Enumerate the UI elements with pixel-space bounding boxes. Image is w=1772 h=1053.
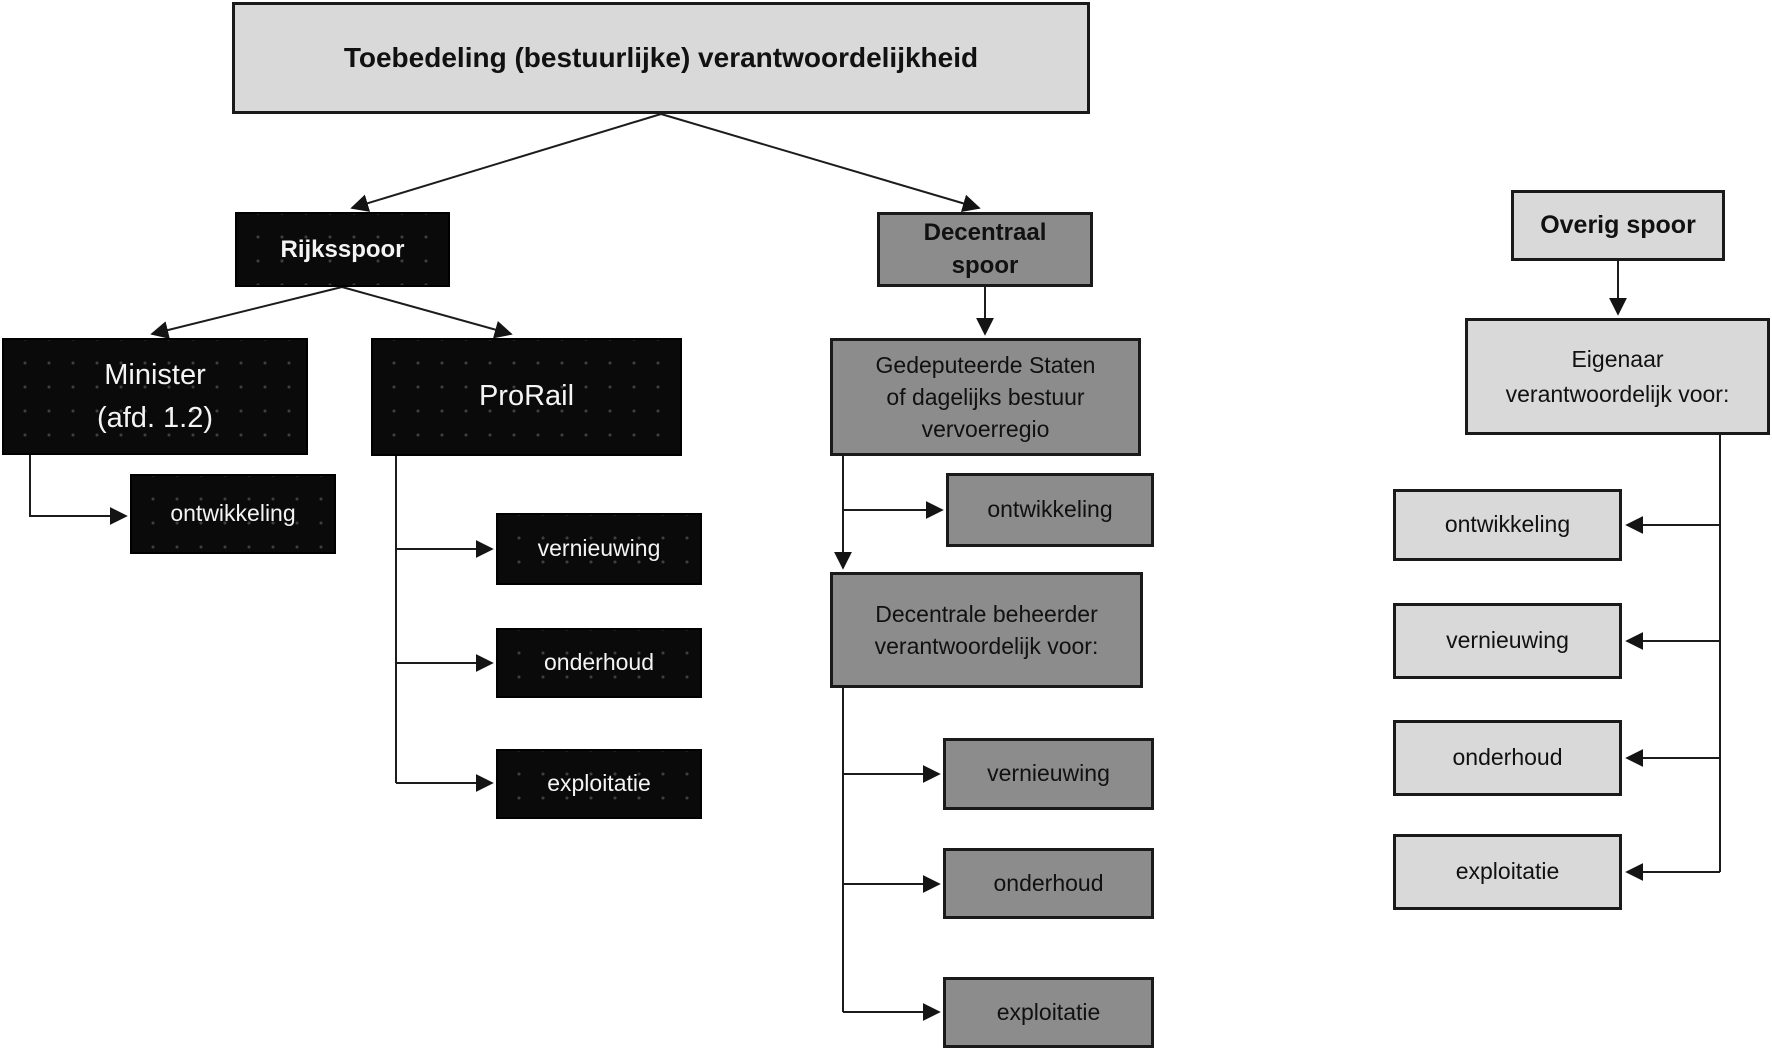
beheerder-line2: verantwoordelijk voor: xyxy=(874,633,1099,659)
task-label: ontwikkeling xyxy=(1444,511,1571,538)
prorail-task-vernieuwing-box: vernieuwing xyxy=(496,513,702,585)
minister-label-line2: (afd. 1.2) xyxy=(96,401,214,434)
task-label: vernieuwing xyxy=(1446,627,1569,654)
task-label: ontwikkeling xyxy=(987,496,1113,523)
overig-header-label: Overig spoor xyxy=(1540,211,1696,240)
eigenaar-task-vernieuwing-box: vernieuwing xyxy=(1393,603,1622,679)
arrow-rijksspoor-to-minister xyxy=(150,286,343,339)
eigenaar-line1: Eigenaar xyxy=(1571,346,1664,372)
prorail-task-onderhoud-box: onderhoud xyxy=(496,628,702,698)
beheerder-box: Decentrale beheerder verantwoordelijk vo… xyxy=(830,572,1143,688)
arrow-minister-to-ontwikkeling xyxy=(29,455,128,525)
task-label: exploitatie xyxy=(547,770,651,797)
eigenaar-task-exploitatie-box: exploitatie xyxy=(1393,834,1622,910)
beheerder-task-vernieuwing-box: vernieuwing xyxy=(943,738,1154,810)
gedeputeerde-line3: vervoerregio xyxy=(921,416,1050,443)
prorail-label: ProRail xyxy=(478,380,575,413)
arrow-title-to-rijksspoor xyxy=(350,113,662,212)
beheerder-line1: Decentrale beheerder xyxy=(875,600,1098,627)
prorail-task-exploitatie-box: exploitatie xyxy=(496,749,702,819)
minister-task-ontwikkeling-box: ontwikkeling xyxy=(130,474,336,554)
eigenaar-task-onderhoud-box: onderhoud xyxy=(1393,720,1622,796)
prorail-box: ProRail xyxy=(371,338,682,456)
task-label: onderhoud xyxy=(1452,744,1563,771)
arrow-rijksspoor-to-prorail xyxy=(341,286,513,339)
task-label: exploitatie xyxy=(1455,858,1560,885)
rijksspoor-header-box: Rijksspoor xyxy=(235,212,450,287)
minister-label-line1: Minister xyxy=(104,359,206,392)
gedeputeerde-line1: Gedeputeerde Staten xyxy=(875,351,1096,378)
eigenaar-line2: verantwoordelijk voor: xyxy=(1505,380,1730,407)
beheerder-task-exploitatie-box: exploitatie xyxy=(943,977,1154,1048)
gedeputeerde-line2: of dagelijks bestuur xyxy=(886,383,1085,410)
task-label: exploitatie xyxy=(996,998,1101,1025)
arrow-title-to-decentraal xyxy=(660,113,981,213)
minister-box: Minister (afd. 1.2) xyxy=(2,338,308,455)
decentraal-header-line2: spoor xyxy=(951,251,1019,279)
decentraal-header-line1: Decentraal xyxy=(923,219,1047,247)
task-label: onderhoud xyxy=(544,649,654,676)
eigenaar-task-ontwikkeling-box: ontwikkeling xyxy=(1393,489,1622,561)
decentraal-header-box: Decentraal spoor xyxy=(877,212,1093,287)
rijksspoor-header-label: Rijksspoor xyxy=(280,235,405,263)
task-label: onderhoud xyxy=(993,869,1104,896)
task-label: vernieuwing xyxy=(537,535,661,562)
diagram-title: Toebedeling (bestuurlijke) verantwoordel… xyxy=(343,41,979,73)
task-label: ontwikkeling xyxy=(170,500,296,527)
overig-header-box: Overig spoor xyxy=(1511,190,1725,261)
gedeputeerde-task-ontwikkeling-box: ontwikkeling xyxy=(946,473,1154,547)
task-label: vernieuwing xyxy=(987,760,1110,787)
gedeputeerde-box: Gedeputeerde Staten of dagelijks bestuur… xyxy=(830,338,1141,456)
beheerder-task-onderhoud-box: onderhoud xyxy=(943,848,1154,919)
title-box: Toebedeling (bestuurlijke) verantwoordel… xyxy=(232,2,1090,114)
eigenaar-box: Eigenaar verantwoordelijk voor: xyxy=(1465,318,1770,435)
